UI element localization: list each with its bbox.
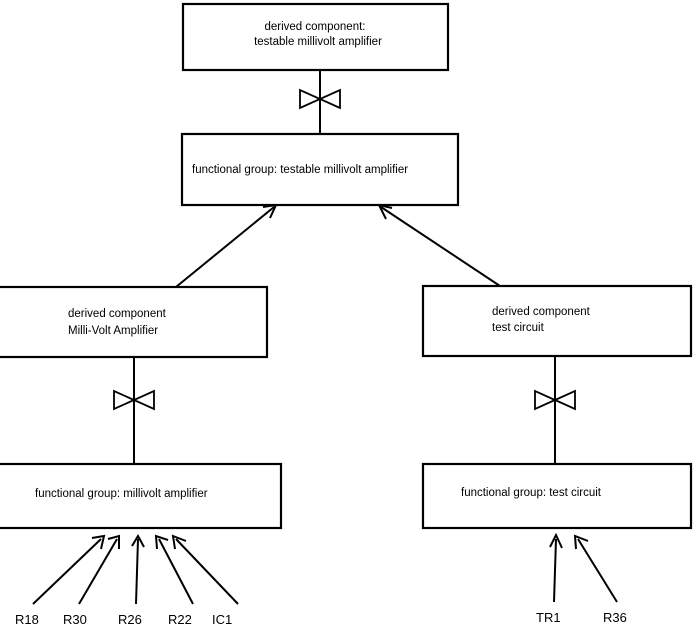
leaf-arrow-r26	[131, 533, 145, 605]
leaf-label-r26: R26	[118, 612, 142, 627]
box-left-functional-group[interactable]: functional group: millivolt amplifier	[0, 462, 283, 530]
box-right-derived-component-line1: derived component	[492, 306, 591, 318]
bowtie-composition-symbol-right	[534, 389, 576, 411]
box-left-functional-group-label: functional group: millivolt amplifier	[35, 488, 208, 500]
box-top-derived-component-outline	[181, 2, 450, 72]
leaf-arrow-r30	[78, 534, 120, 605]
leaf-label-r30: R30	[63, 612, 87, 627]
box-left-functional-group-outline	[0, 462, 283, 530]
box-top-functional-group-label: functional group: testable millivolt amp…	[192, 164, 408, 176]
box-top-derived-component-line2: testable millivolt amplifier	[254, 36, 382, 48]
leaf-label-tr1: TR1	[536, 610, 561, 625]
box-top-derived-component[interactable]: derived component: testable millivolt am…	[181, 2, 450, 72]
leaf-label-r18: R18	[15, 612, 39, 627]
leaf-arrow-r18	[32, 534, 106, 605]
arrow-right-derived-to-top-group	[377, 203, 501, 287]
leaf-label-ic1: IC1	[212, 612, 232, 627]
box-left-derived-component-line2: Milli-Volt Amplifier	[68, 325, 158, 337]
box-top-functional-group-outline	[180, 132, 460, 207]
box-left-derived-component-outline	[0, 285, 269, 359]
arrow-left-derived-to-top-group	[175, 203, 278, 288]
box-right-functional-group[interactable]: functional group: test circuit	[421, 462, 693, 530]
box-right-derived-component-outline	[421, 284, 693, 358]
leaf-arrow-tr1	[549, 532, 563, 603]
box-left-derived-component-line1: derived component	[68, 308, 167, 320]
leaf-label-r36: R36	[603, 610, 627, 625]
box-top-functional-group[interactable]: functional group: testable millivolt amp…	[180, 132, 460, 207]
leaf-arrow-r36	[573, 534, 618, 603]
leaf-arrow-r22	[154, 534, 194, 605]
box-right-derived-component-line2: test circuit	[492, 322, 545, 334]
box-left-derived-component[interactable]: derived component Milli-Volt Amplifier	[0, 285, 269, 359]
box-right-functional-group-outline	[421, 462, 693, 530]
box-right-functional-group-label: functional group: test circuit	[461, 487, 602, 499]
leaf-arrow-ic1	[171, 534, 239, 605]
box-right-derived-component[interactable]: derived component test circuit	[421, 284, 693, 358]
box-top-derived-component-line1: derived component:	[264, 21, 365, 33]
bowtie-composition-symbol-left	[113, 389, 155, 411]
bowtie-composition-symbol-top	[299, 88, 341, 110]
leaf-label-r22: R22	[168, 612, 192, 627]
